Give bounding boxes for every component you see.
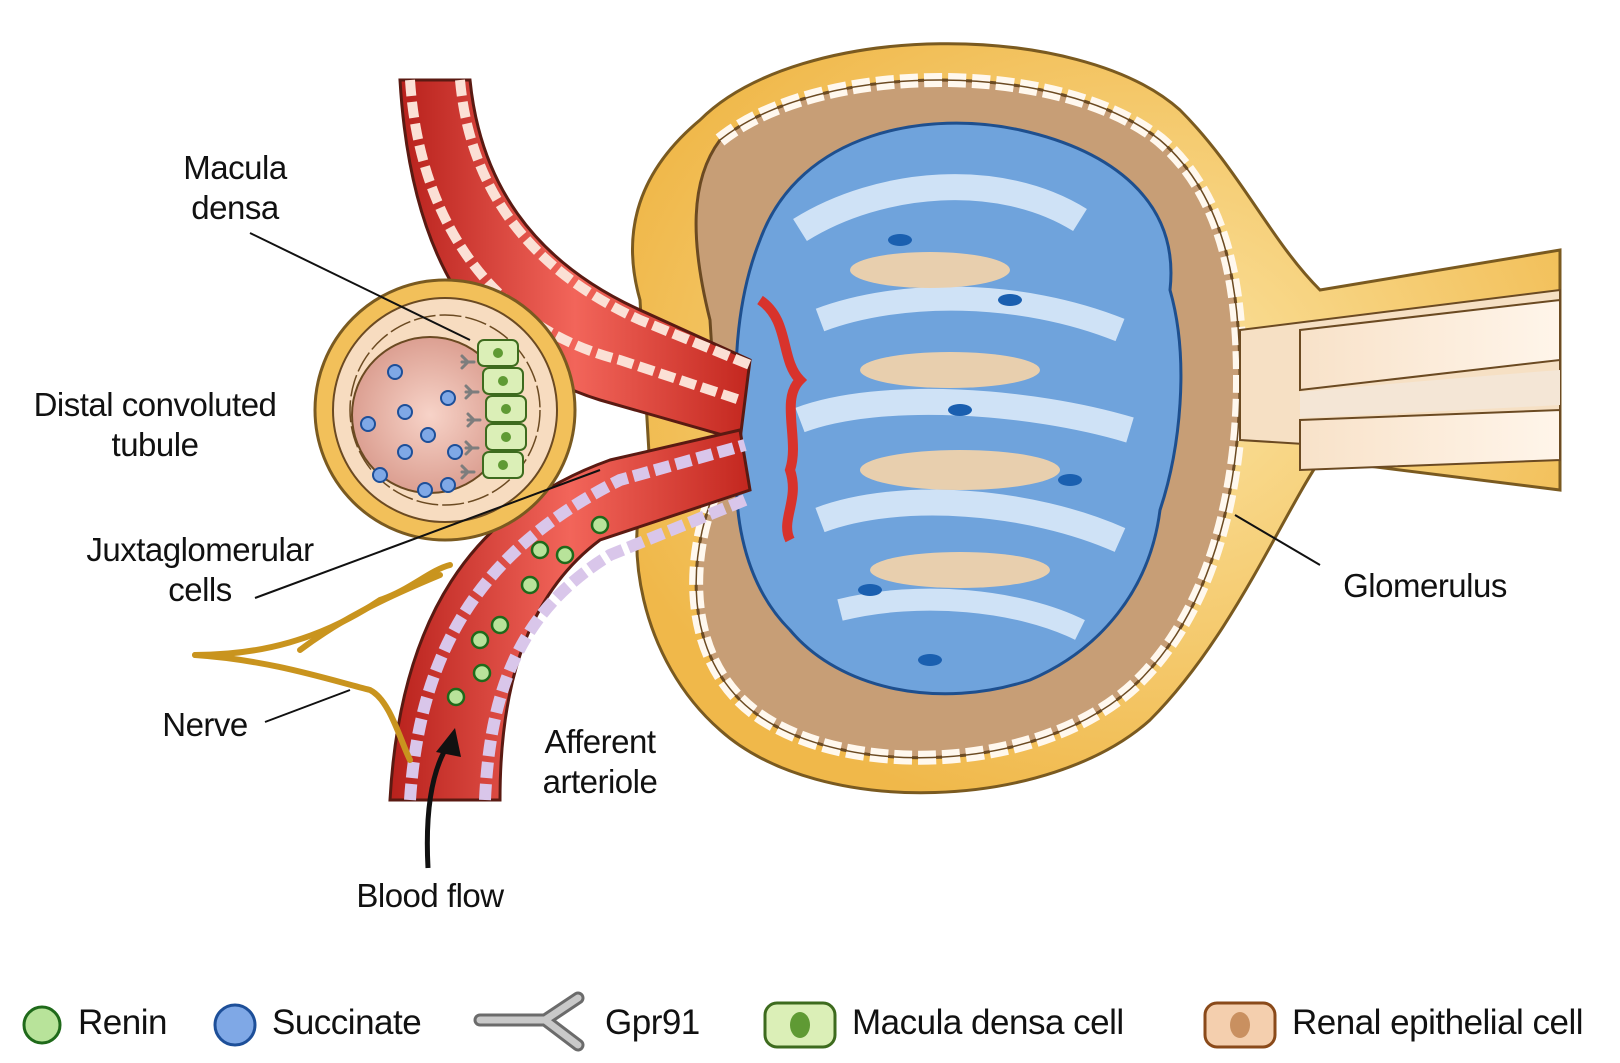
legend-macula-densa-cell-label: Macula densa cell (852, 1003, 1124, 1043)
distal-convoluted-tubule (315, 280, 575, 540)
legend-renin: Renin (78, 995, 167, 1051)
legend-gpr91-label: Gpr91 (605, 1003, 700, 1043)
legend: Renin Succinate Gpr91 Macula densa cell … (0, 995, 1620, 1055)
label-distal-convoluted-tubule: Distal convoluted tubule (10, 385, 300, 465)
legend-gpr91: Gpr91 (605, 995, 700, 1051)
legend-macula-densa-cell: Macula densa cell (852, 995, 1124, 1051)
label-afferent-arteriole: Afferent arteriole (530, 722, 670, 802)
label-nerve: Nerve (150, 705, 260, 745)
label-juxtaglomerular-cells: Juxtaglomerular cells (60, 530, 340, 610)
legend-succinate: Succinate (272, 995, 421, 1051)
legend-renal-epithelial-cell: Renal epithelial cell (1292, 995, 1583, 1051)
legend-succinate-label: Succinate (272, 1003, 421, 1043)
glomerulus-tuft (736, 123, 1181, 694)
label-glomerulus: Glomerulus (1325, 566, 1525, 606)
legend-renal-epithelial-cell-label: Renal epithelial cell (1292, 1003, 1583, 1043)
legend-renin-label: Renin (78, 1003, 167, 1043)
label-macula-densa: Macula densa (170, 148, 300, 228)
label-blood-flow: Blood flow (340, 876, 520, 916)
